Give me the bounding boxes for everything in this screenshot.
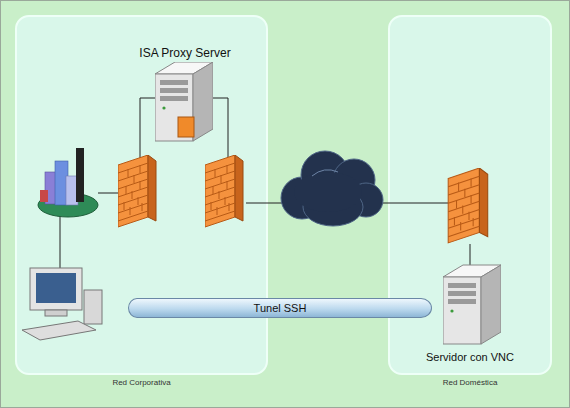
- network-zone: Red DomésticaServidor con VNC: [388, 15, 552, 375]
- node-label: Tunel SSH: [254, 302, 307, 314]
- node-label: Red Corporativa: [17, 378, 266, 387]
- node-label: Red Doméstica: [390, 378, 550, 387]
- cloud-part: [333, 159, 375, 201]
- node-label: Servidor con VNC: [426, 350, 514, 364]
- cloud-part: [301, 151, 349, 199]
- internet-cloud: [281, 151, 383, 226]
- cloud-part: [294, 172, 362, 212]
- cloud-highlight: [312, 170, 338, 176]
- network-zone: Red CorporativaISA Proxy Server: [15, 15, 268, 375]
- ssh-tunnel: Tunel SSH: [128, 298, 432, 318]
- server-node: ISA Proxy Server: [135, 46, 235, 146]
- node-label: ISA Proxy Server: [139, 46, 230, 60]
- cloud-part: [281, 177, 323, 219]
- cloud-part: [349, 183, 383, 217]
- cloud-part: [303, 188, 363, 226]
- server-node: Servidor con VNC: [420, 264, 520, 364]
